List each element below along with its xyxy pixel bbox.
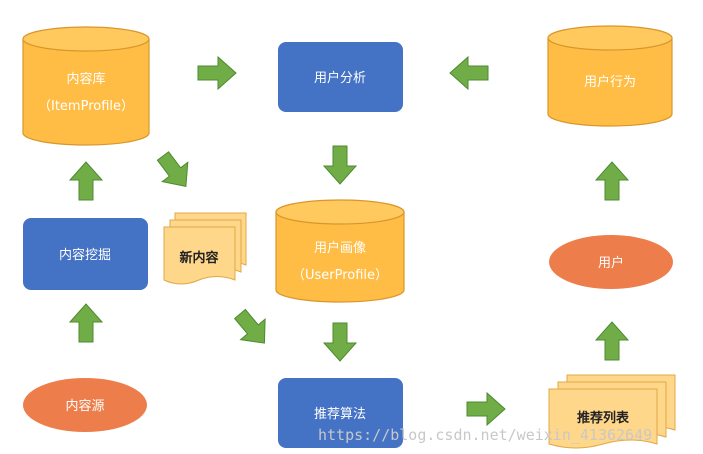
- user-portrait-label: 用户画像: [314, 240, 366, 256]
- arrow-behavior-to-analysis: [449, 56, 489, 90]
- user-ellipse: 用户: [549, 235, 673, 289]
- arrow-source-to-mining: [69, 303, 103, 343]
- user-behavior-label: 用户行为: [584, 74, 636, 90]
- arrow-algorithm-to-list: [466, 392, 506, 426]
- user-portrait-sublabel: （UserProfile）: [292, 268, 388, 283]
- arrow-library-to-analysis: [197, 56, 237, 90]
- content-library-cylinder: 内容库 （ItemProfile）: [22, 26, 150, 146]
- new-content-document: 新内容: [163, 212, 247, 285]
- user-label: 用户: [598, 255, 624, 271]
- arrow-list-to-user: [595, 321, 629, 361]
- content-mining-label: 内容挖掘: [59, 247, 111, 263]
- user-portrait-cylinder: 用户画像 （UserProfile）: [275, 199, 405, 303]
- arrow-new-content-to-algorithm: [227, 303, 278, 354]
- arrow-analysis-to-portrait: [323, 145, 357, 185]
- content-source-ellipse: 内容源: [23, 378, 147, 432]
- arrow-portrait-to-algorithm: [323, 322, 357, 362]
- new-content-label: 新内容: [179, 250, 218, 266]
- watermark-text: https://blog.csdn.net/weixin_41362649: [318, 426, 652, 444]
- user-analysis-label: 用户分析: [314, 70, 366, 86]
- recommendation-algorithm-label: 推荐算法: [314, 407, 366, 422]
- recommendation-algorithm-box: 推荐算法: [278, 378, 403, 448]
- user-analysis-box: 用户分析: [278, 42, 403, 112]
- content-library-sublabel: （ItemProfile）: [38, 99, 134, 114]
- arrow-mining-to-library: [69, 161, 103, 201]
- recommendation-list-document: 推荐列表: [548, 374, 676, 449]
- arrow-user-to-behavior: [595, 161, 629, 201]
- user-behavior-cylinder: 用户行为: [547, 25, 673, 127]
- recommendation-list-label: 推荐列表: [577, 410, 630, 426]
- arrow-library-to-new-content: [149, 145, 200, 197]
- content-source-label: 内容源: [65, 398, 104, 414]
- content-library-label: 内容库: [66, 71, 105, 87]
- content-mining-box: 内容挖掘: [23, 218, 148, 290]
